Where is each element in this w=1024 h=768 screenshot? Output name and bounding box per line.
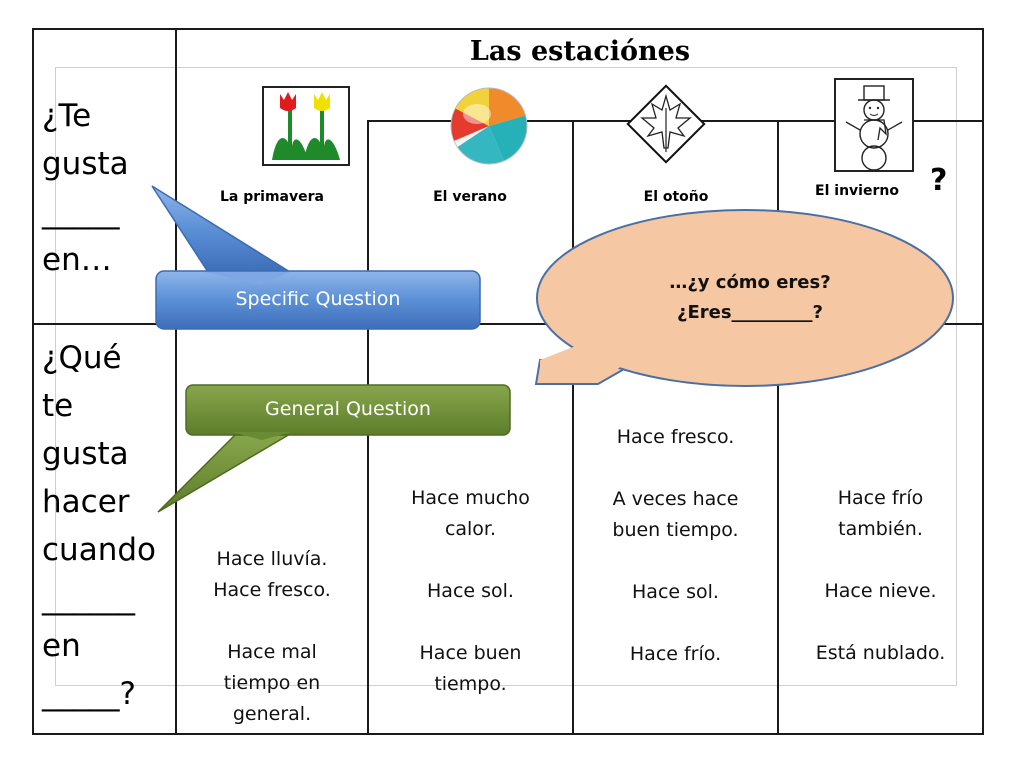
question-line: te bbox=[42, 388, 74, 424]
weather-line: Hace frío bbox=[837, 487, 924, 509]
maple-leaf-icon bbox=[620, 78, 712, 170]
weather-line: Hace frío. bbox=[629, 643, 722, 665]
question-line: hacer bbox=[42, 484, 130, 520]
question-line: gusta bbox=[42, 436, 129, 472]
weather-line: Hace mucho bbox=[411, 487, 530, 509]
question-line: ¿Te bbox=[42, 98, 92, 134]
specific-question-callout bbox=[151, 185, 481, 330]
page-title: Las estaciónes bbox=[469, 36, 691, 67]
ellipse-callout bbox=[534, 209, 954, 387]
weather-line: Hace mal bbox=[227, 641, 317, 663]
question-line: _____? bbox=[42, 676, 136, 712]
weather-line: Está nublado. bbox=[815, 642, 946, 664]
question-line: en… bbox=[42, 242, 112, 278]
snowman-icon bbox=[834, 78, 914, 172]
grid-line bbox=[777, 120, 779, 735]
ellipse-line: …¿y cómo eres? bbox=[669, 272, 831, 293]
weather-otono: Hace fresco. A veces hace buen tiempo. H… bbox=[574, 422, 777, 670]
row1-question: ¿Te gusta _____ en… bbox=[42, 96, 129, 280]
weather-line: buen tiempo. bbox=[612, 519, 739, 541]
season-label-otono: El otoño bbox=[643, 189, 709, 205]
tulips-icon bbox=[262, 86, 350, 166]
beach-ball-icon bbox=[447, 84, 531, 168]
ellipse-callout-text: …¿y cómo eres? ¿Eres_________? bbox=[560, 268, 940, 328]
row2-question: ¿Qué te gusta hacer cuando ______ en ___… bbox=[42, 338, 156, 714]
specific-question-label: Specific Question bbox=[235, 288, 401, 310]
season-label-primavera: La primavera bbox=[220, 189, 324, 205]
general-question-callout bbox=[157, 384, 511, 513]
ellipse-line: ¿Eres_________? bbox=[677, 302, 823, 323]
weather-line: tiempo. bbox=[434, 673, 507, 695]
question-line: ¿Qué bbox=[42, 340, 122, 376]
inner-guide-box bbox=[55, 67, 957, 686]
weather-line: general. bbox=[232, 703, 312, 725]
question-line: _____ bbox=[42, 194, 120, 230]
weather-line: Hace lluvía. bbox=[216, 548, 328, 570]
weather-primavera: Hace lluvía. Hace fresco. Hace mal tiemp… bbox=[177, 544, 367, 730]
question-line: ______ bbox=[42, 580, 135, 616]
table-frame bbox=[32, 28, 984, 735]
weather-line: Hace sol. bbox=[427, 580, 514, 602]
weather-verano: Hace mucho calor. Hace sol. Hace buen ti… bbox=[369, 483, 572, 700]
weather-line: A veces hace bbox=[612, 488, 739, 510]
weather-invierno: Hace frío también. Hace nieve. Está nubl… bbox=[779, 483, 982, 669]
weather-line: Hace fresco. bbox=[213, 579, 331, 601]
weather-line: tiempo en bbox=[223, 672, 321, 694]
question-line: gusta bbox=[42, 146, 129, 182]
question-line: en bbox=[42, 628, 81, 664]
weather-line: calor. bbox=[444, 518, 497, 540]
weather-line: Hace fresco. bbox=[616, 426, 735, 448]
question-line: cuando bbox=[42, 532, 156, 568]
grid-line bbox=[175, 28, 177, 735]
season-label-verano: El verano bbox=[433, 189, 507, 205]
weather-line: Hace buen bbox=[419, 642, 522, 664]
weather-line: Hace sol. bbox=[632, 581, 719, 603]
grid-line bbox=[32, 323, 984, 325]
grid-line bbox=[572, 120, 574, 735]
weather-line: también. bbox=[838, 518, 923, 540]
question-mark: ? bbox=[930, 163, 948, 198]
weather-line: Hace nieve. bbox=[824, 580, 937, 602]
general-question-label: General Question bbox=[265, 398, 431, 420]
season-label-invierno: El invierno bbox=[815, 183, 899, 199]
